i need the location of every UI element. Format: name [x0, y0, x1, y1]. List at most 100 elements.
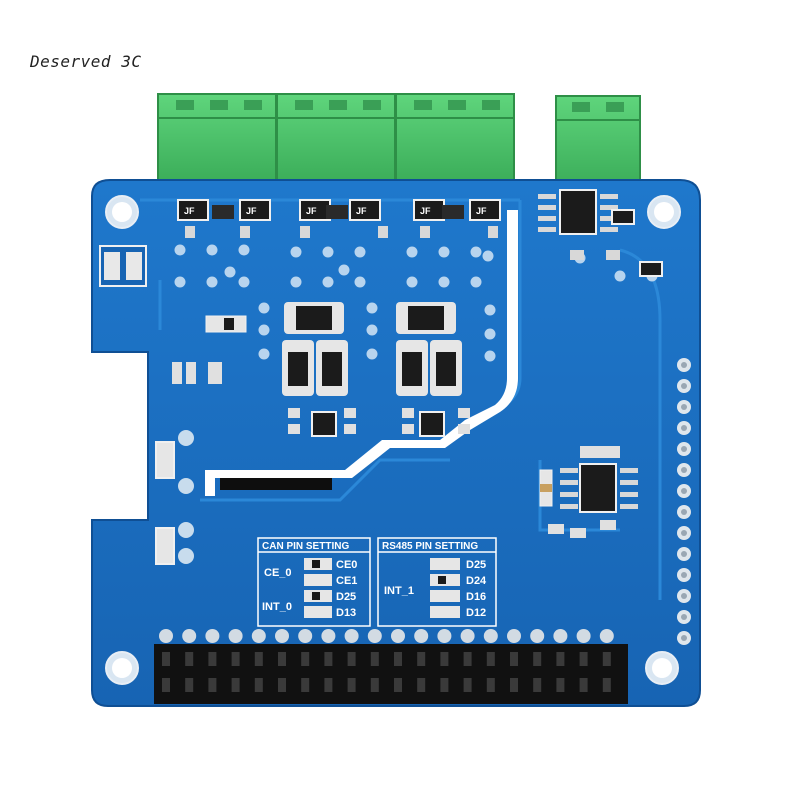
edge-pad-hole	[681, 425, 687, 431]
header-pin	[185, 652, 194, 666]
header-pin	[231, 678, 240, 692]
can-left-label-ce0: CE_0	[264, 567, 292, 579]
screw-terminal-group-4	[555, 95, 641, 185]
header-pin	[370, 678, 379, 692]
screw-terminal-group-3	[395, 93, 515, 181]
header-pin	[533, 678, 542, 692]
via	[438, 276, 450, 288]
header-pin	[301, 678, 310, 692]
via	[206, 244, 218, 256]
header-pin	[510, 678, 518, 692]
chip-marking-6: JF	[476, 206, 487, 216]
header-solder-pad	[483, 629, 498, 643]
via	[338, 264, 350, 276]
header-pin	[579, 652, 588, 666]
chip-marking-2: JF	[246, 206, 257, 216]
header-pin	[394, 652, 402, 666]
rs485-pin-setting-title: RS485 PIN SETTING	[382, 541, 478, 552]
edge-pad-hole	[681, 530, 687, 536]
header-pin	[533, 652, 542, 666]
can-pin-label-1: CE0	[336, 559, 357, 571]
edge-pad-hole	[681, 614, 687, 620]
header-pin	[440, 678, 449, 692]
header-solder-pad	[507, 629, 521, 643]
header-pin	[417, 652, 426, 666]
via	[470, 276, 482, 288]
header-solder-pad	[205, 629, 220, 643]
edge-pad-hole	[681, 572, 687, 578]
power-components	[205, 302, 462, 396]
smd-resistor-row	[185, 226, 498, 238]
capacitor-left-top	[99, 245, 147, 287]
can-pin-label-4: D13	[336, 607, 356, 619]
header-pin	[278, 652, 286, 666]
via	[354, 276, 366, 288]
can-pin-label-3: D25	[336, 591, 356, 603]
screw-terminal-group-1	[157, 93, 277, 181]
header-solder-pad	[599, 629, 614, 643]
header-pin	[579, 678, 588, 692]
header-pin	[185, 678, 194, 692]
edge-pad-hole	[681, 467, 687, 473]
rs485-pin-label-2: D24	[466, 575, 487, 587]
via	[484, 304, 496, 316]
via	[438, 246, 450, 258]
header-solder-pad	[391, 629, 405, 643]
edge-pad-hole	[681, 446, 687, 452]
header-pin	[417, 678, 426, 692]
header-pin	[556, 652, 565, 666]
header-solder-pad	[182, 629, 197, 643]
via	[290, 276, 302, 288]
via-grid	[174, 244, 658, 362]
slot-shadow	[220, 478, 332, 490]
via	[366, 324, 378, 336]
via	[614, 270, 626, 282]
rs485-pin-label-3: D16	[466, 591, 486, 603]
edge-pad-hole	[681, 635, 687, 641]
via	[482, 250, 494, 262]
header-pin	[486, 652, 495, 666]
header-pin	[394, 678, 402, 692]
via	[290, 246, 302, 258]
via	[224, 266, 236, 278]
header-solder-pad	[298, 629, 313, 643]
header-pin	[324, 652, 333, 666]
small-smd-parts-center	[288, 408, 470, 437]
can-pin-label-2: CE1	[336, 575, 357, 587]
smd-transistor-row	[177, 199, 501, 221]
header-solder-pad	[530, 629, 545, 643]
header-solder-pad	[460, 629, 475, 643]
rs485-left-label-int1: INT_1	[384, 585, 414, 597]
header-pin	[347, 652, 356, 666]
chip-marking-3: JF	[306, 206, 317, 216]
edge-pad-hole	[681, 383, 687, 389]
header-solder-pad	[159, 629, 173, 643]
mounting-hole-bottom-left	[105, 651, 139, 685]
via	[484, 328, 496, 340]
via	[366, 348, 378, 360]
smd-parts-left-column	[155, 362, 222, 565]
via	[406, 246, 418, 258]
can-left-label-int0: INT_0	[262, 601, 292, 613]
via	[470, 246, 482, 258]
header-pin	[208, 652, 217, 666]
header-solder-pad	[437, 629, 452, 643]
header-pin	[440, 652, 449, 666]
via	[238, 244, 250, 256]
header-pin	[463, 678, 472, 692]
via	[322, 246, 334, 258]
rs485-pin-label-1: D25	[466, 559, 486, 571]
ic-chip-rs485	[539, 446, 638, 538]
mounting-hole-bottom-right	[645, 651, 679, 685]
edge-pad-hole	[681, 404, 687, 410]
chip-marking-1: JF	[184, 206, 195, 216]
via	[366, 302, 378, 314]
header-pin	[231, 652, 240, 666]
via	[206, 276, 218, 288]
gpio-header-pins	[162, 652, 611, 692]
rs485-pin-setting-box: RS485 PIN SETTING INT_1 D25 D24 D16 D12	[377, 537, 497, 627]
gpio-solder-pads	[159, 629, 614, 643]
chip-markings: JF JF JF JF JF JF	[184, 206, 487, 216]
header-solder-pad	[367, 629, 382, 643]
via	[238, 276, 250, 288]
